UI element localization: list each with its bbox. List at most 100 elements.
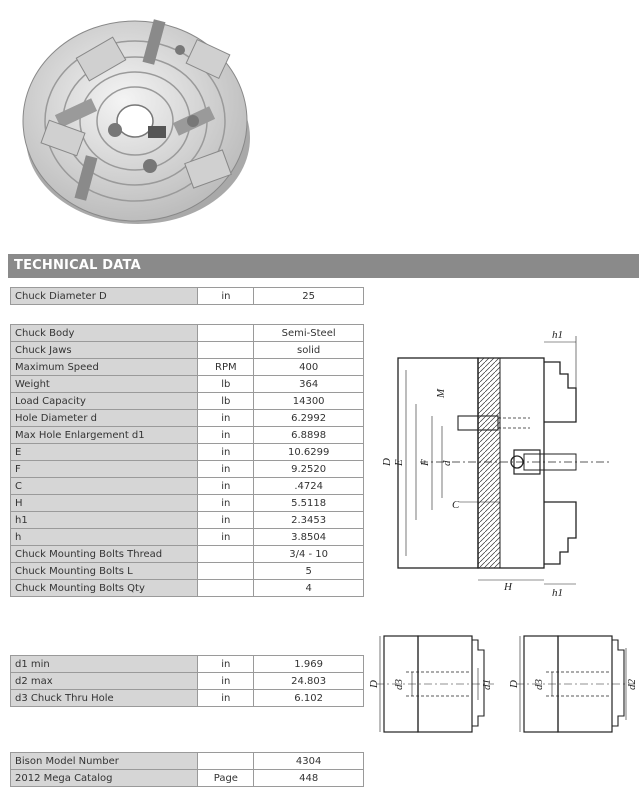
row-label: Maximum Speed bbox=[9, 358, 199, 376]
row-unit bbox=[197, 562, 255, 580]
section-header: TECHNICAL DATA bbox=[8, 254, 639, 278]
label-left-D: D bbox=[368, 680, 380, 689]
row-unit bbox=[197, 752, 255, 770]
row-label: Hole Diameter d bbox=[9, 409, 199, 427]
row-value: Semi-Steel bbox=[253, 324, 364, 342]
label-h1-bottom: h1 bbox=[552, 587, 563, 599]
label-H: H bbox=[503, 581, 513, 593]
label-left-d1: d1 bbox=[481, 679, 493, 690]
row-label: Max Hole Enlargement d1 bbox=[9, 426, 199, 444]
label-right-d3: d3 bbox=[533, 679, 545, 691]
row-unit: in bbox=[197, 528, 255, 546]
row-unit: in bbox=[197, 494, 255, 512]
row-unit: in bbox=[197, 689, 255, 707]
row-value: 1.969 bbox=[253, 655, 364, 673]
label-E: E bbox=[393, 459, 405, 467]
row-value: solid bbox=[253, 341, 364, 359]
label-right-d2: d2 bbox=[626, 679, 638, 691]
table-row: Bison Model Number 4304 bbox=[9, 752, 364, 770]
row-unit: in bbox=[197, 511, 255, 529]
row-unit: in bbox=[197, 443, 255, 461]
row-label: Load Capacity bbox=[9, 392, 199, 410]
label-h1-top: h1 bbox=[552, 329, 563, 341]
row-value: 24.803 bbox=[253, 672, 364, 690]
label-C: C bbox=[452, 499, 460, 511]
label-left-d3: d3 bbox=[393, 679, 405, 691]
row-value: 2.3453 bbox=[253, 511, 364, 529]
row-label: Chuck Body bbox=[9, 324, 199, 342]
table-row: Chuck Jaws solid bbox=[9, 341, 364, 359]
row-value: 448 bbox=[253, 769, 364, 787]
row-value: 6.8898 bbox=[253, 426, 364, 444]
row-label: H bbox=[9, 494, 199, 512]
table-row: Chuck Body Semi-Steel bbox=[9, 324, 364, 342]
chuck-d2-drawing: D d3 d2 bbox=[508, 635, 638, 733]
row-value: 4 bbox=[253, 579, 364, 597]
row-value: 4304 bbox=[253, 752, 364, 770]
row-unit: in bbox=[197, 672, 255, 690]
row-label: Chuck Mounting Bolts L bbox=[9, 562, 199, 580]
row-unit: in bbox=[197, 287, 255, 305]
row-unit bbox=[197, 545, 255, 563]
row-label: Bison Model Number bbox=[9, 752, 199, 770]
chuck-d1-drawing: D d3 d1 bbox=[368, 635, 494, 733]
row-value: 364 bbox=[253, 375, 364, 393]
row-label: d2 max bbox=[9, 672, 199, 690]
row-label: d3 Chuck Thru Hole bbox=[9, 689, 199, 707]
row-value: 9.2520 bbox=[253, 460, 364, 478]
row-label: Chuck Jaws bbox=[9, 341, 199, 359]
chuck-section-drawing: h1 M D E F d C H h1 bbox=[381, 329, 610, 599]
label-d: d bbox=[441, 460, 453, 466]
row-unit bbox=[197, 341, 255, 359]
table-row: Chuck Mounting Bolts Qty 4 bbox=[9, 579, 364, 597]
table-row: Chuck Mounting Bolts L 5 bbox=[9, 562, 364, 580]
row-unit: lb bbox=[197, 375, 255, 393]
row-value: 3.8504 bbox=[253, 528, 364, 546]
row-value: 400 bbox=[253, 358, 364, 376]
row-value: 5.5118 bbox=[253, 494, 364, 512]
row-unit: in bbox=[197, 409, 255, 427]
row-value: 6.2992 bbox=[253, 409, 364, 427]
row-unit bbox=[197, 579, 255, 597]
row-label: Chuck Diameter D bbox=[9, 287, 199, 305]
row-unit: in bbox=[197, 426, 255, 444]
chuck-photo bbox=[22, 19, 250, 224]
row-label: 2012 Mega Catalog bbox=[9, 769, 199, 787]
row-unit: in bbox=[197, 655, 255, 673]
row-value: 10.6299 bbox=[253, 443, 364, 461]
row-value: 5 bbox=[253, 562, 364, 580]
label-right-D: D bbox=[508, 680, 520, 689]
row-value: 6.102 bbox=[253, 689, 364, 707]
row-value: 14300 bbox=[253, 392, 364, 410]
row-unit: in bbox=[197, 477, 255, 495]
row-label: h1 bbox=[9, 511, 199, 529]
row-label: Chuck Mounting Bolts Thread bbox=[9, 545, 199, 563]
row-unit bbox=[197, 324, 255, 342]
row-unit: Page bbox=[197, 769, 255, 787]
row-unit: lb bbox=[197, 392, 255, 410]
row-unit: RPM bbox=[197, 358, 255, 376]
row-label: Chuck Mounting Bolts Qty bbox=[9, 579, 199, 597]
row-unit: in bbox=[197, 460, 255, 478]
label-M: M bbox=[435, 388, 447, 399]
row-label: h bbox=[9, 528, 199, 546]
